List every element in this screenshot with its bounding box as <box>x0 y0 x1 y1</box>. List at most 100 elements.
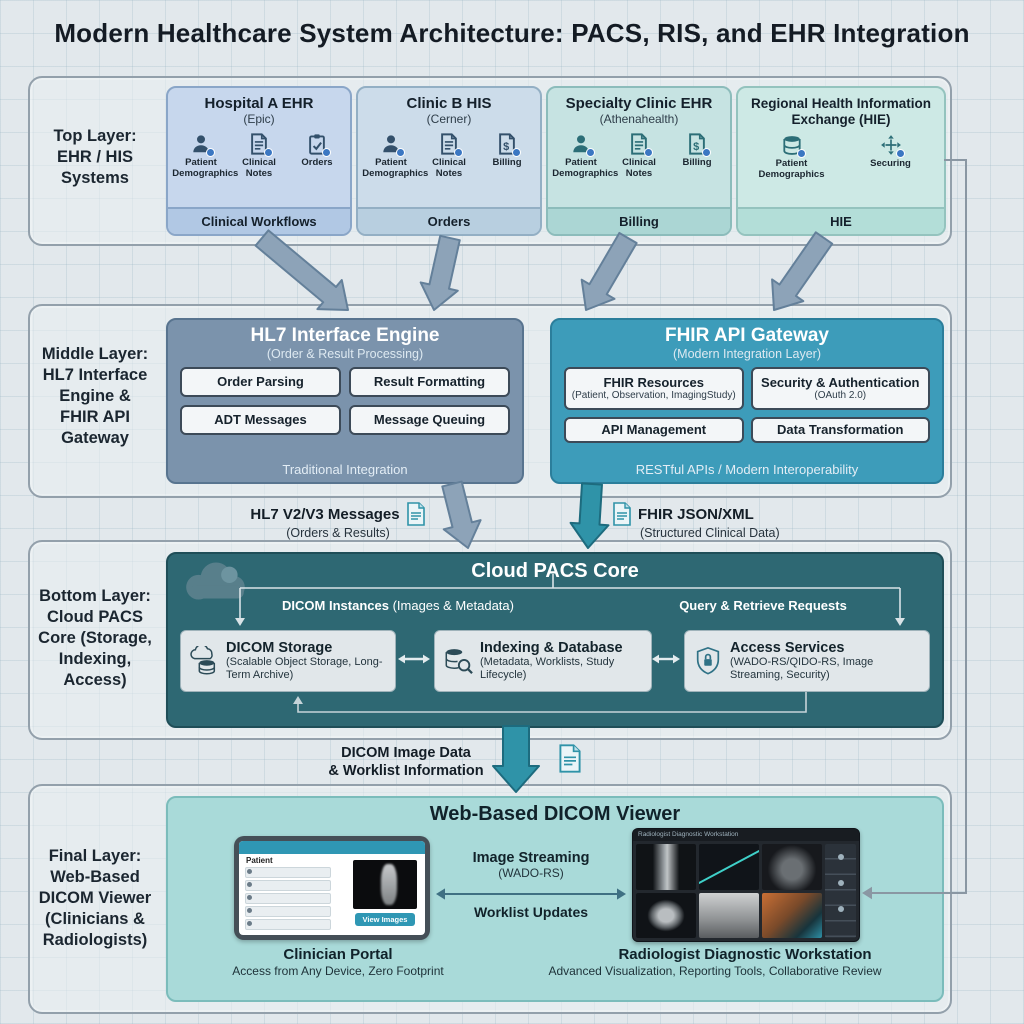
box-label: Result Formatting <box>373 373 486 389</box>
fhir-api-gateway-panel: FHIR API Gateway (Modern Integration Lay… <box>550 318 944 484</box>
orders-icon <box>305 133 331 158</box>
flow-label-bold: DICOM Instances <box>282 598 389 613</box>
clinician-portal-mockup: Patient View Images <box>234 836 430 940</box>
label-line: Systems <box>61 169 129 188</box>
brain-mri-tile <box>636 892 696 938</box>
middle-layer-label: Middle Layer: HL7 Interface Engine & FHI… <box>28 344 162 450</box>
card-item: Patient Demographics <box>362 133 429 180</box>
item-label: Billing <box>492 157 522 169</box>
box-title: Access Services <box>730 639 845 656</box>
label-line: Access) <box>63 671 127 690</box>
box-label: ADT Messages <box>214 411 307 427</box>
billing-icon <box>495 133 521 158</box>
card-item: Clinical Notes <box>610 133 667 180</box>
label-line: HL7 Interface <box>42 366 148 385</box>
label-line: (Clinicians & <box>45 910 145 929</box>
view-images-button: View Images <box>355 913 415 926</box>
cloud-icon <box>186 562 245 600</box>
image-grid <box>636 844 822 938</box>
label-line: Middle Layer: <box>41 345 149 363</box>
label-line: FHIR API <box>60 408 130 427</box>
top-layer-label: Top Layer: EHR / HIS Systems <box>28 126 162 189</box>
card-title: Regional Health Information Exchange (HI… <box>750 96 931 127</box>
fhir-feature-box: Security & Authentication (OAuth 2.0) <box>750 367 930 410</box>
box-label: API Management <box>601 421 707 437</box>
hl7-feature-grid: Order Parsing Result Formatting ADT Mess… <box>168 361 522 435</box>
card-footer: Billing <box>548 207 730 234</box>
panel-title: FHIR API Gateway <box>664 325 829 346</box>
box-title: DICOM Storage <box>226 639 333 656</box>
indexing-database-box: Indexing & Database (Metadata, Worklists… <box>434 630 652 692</box>
image-streaming-label: Image Streaming (WADO-RS) <box>438 850 624 880</box>
patient-list-label: Patient <box>246 856 273 865</box>
box-subtitle: (WADO-RS/QIDO-RS, Image Streaming, Secur… <box>730 656 874 682</box>
patient-icon <box>569 133 595 158</box>
hl7-feature-box: Result Formatting <box>349 367 510 397</box>
ehr-card-clinic-b: Clinic B HIS (Cerner) Patient Demographi… <box>356 86 542 236</box>
document-icon <box>406 502 426 526</box>
card-subtitle: (Epic) <box>243 112 275 127</box>
label-line: Engine & <box>59 387 131 406</box>
card-footer: Orders <box>358 207 540 234</box>
item-label: Clinical Notes <box>432 157 466 180</box>
item-label: Patient Demographics <box>758 158 825 180</box>
card-item: Billing <box>478 133 535 180</box>
label-line: Gateway <box>61 429 129 448</box>
box-label: Security & Authentication <box>761 374 920 390</box>
box-label: FHIR Resources <box>603 374 704 390</box>
card-item: Patient Demographics <box>552 133 618 180</box>
item-label: Patient Demographics <box>362 157 429 180</box>
bottom-layer-label: Bottom Layer: Cloud PACS Core (Storage, … <box>28 586 162 692</box>
label-line: Final Layer: <box>48 847 142 865</box>
cloud-pacs-core-panel: Cloud PACS Core DICOM Instances (Images … <box>166 552 944 728</box>
card-title: Clinic B HIS <box>406 95 492 112</box>
xray-thumbnail <box>353 860 417 909</box>
box-label: Message Queuing <box>373 411 486 427</box>
patient-list-row <box>245 919 331 930</box>
fhir-feature-grid: FHIR Resources (Patient, Observation, Im… <box>552 361 942 443</box>
patient-list-row <box>245 880 331 891</box>
label-line: Bottom Layer: <box>39 587 151 605</box>
box-sublabel: (Patient, Observation, ImagingStudy) <box>571 390 736 402</box>
workstation-title-bar: Radiologist Diagnostic Workstation <box>633 829 859 841</box>
clinical-notes-icon <box>247 133 273 158</box>
card-item: Billing <box>668 133 725 180</box>
ehr-card-specialty-clinic: Specialty Clinic EHR (Athenahealth) Pati… <box>546 86 732 236</box>
card-items: Patient Demographics Clinical Notes Bill… <box>358 133 540 180</box>
dicom-message-label: DICOM Image Data & Worklist Information <box>320 744 492 780</box>
access-services-box: Access Services (WADO-RS/QIDO-RS, Image … <box>684 630 930 692</box>
panel-subtitle: (Order & Result Processing) <box>266 347 424 361</box>
database-search-icon <box>443 646 473 676</box>
card-footer: HIE <box>738 207 944 234</box>
message-title: & Worklist Information <box>328 763 484 780</box>
patient-list-row <box>245 867 331 878</box>
panel-title: Cloud PACS Core <box>471 560 639 582</box>
label-subtitle: (WADO-RS) <box>498 866 564 880</box>
item-label: Billing <box>682 157 712 169</box>
clinician-portal-subtitle: Access from Any Device, Zero Footprint <box>232 964 444 978</box>
clinical-notes-icon <box>437 133 463 158</box>
exchange-icon <box>879 134 905 159</box>
page-title: Modern Healthcare System Architecture: P… <box>54 18 970 48</box>
clinician-portal-title: Clinician Portal <box>283 946 393 963</box>
portal-header-bar <box>239 841 425 854</box>
card-item: Clinical Notes <box>420 133 477 180</box>
panel-footer: RESTful APIs / Modern Interoperability <box>635 462 859 477</box>
panel-title: HL7 Interface Engine <box>250 325 440 346</box>
hl7-message-label: HL7 V2/V3 Messages (Orders & Results) <box>232 502 444 540</box>
box-subtitle: (Scalable Object Storage, Long-Term Arch… <box>226 656 383 682</box>
card-items: Patient Demographics Clinical Notes Orde… <box>168 133 350 180</box>
card-items: Patient Demographics Clinical Notes Bill… <box>548 133 730 180</box>
spine-xray-tile <box>636 844 696 890</box>
hl7-feature-box: Message Queuing <box>349 405 510 435</box>
fhir-feature-box: API Management <box>564 417 744 443</box>
item-label: Clinical Notes <box>242 157 276 180</box>
card-title: Specialty Clinic EHR <box>565 95 713 112</box>
label-title: Image Streaming <box>472 850 590 866</box>
tool-panel <box>825 844 856 938</box>
box-sublabel: (OAuth 2.0) <box>814 390 867 402</box>
final-layer-label: Final Layer: Web-Based DICOM Viewer (Cli… <box>28 846 162 952</box>
radiologist-workstation-mockup: Radiologist Diagnostic Workstation <box>632 828 860 942</box>
flow-label-rest: (Images & Metadata) <box>392 598 514 613</box>
